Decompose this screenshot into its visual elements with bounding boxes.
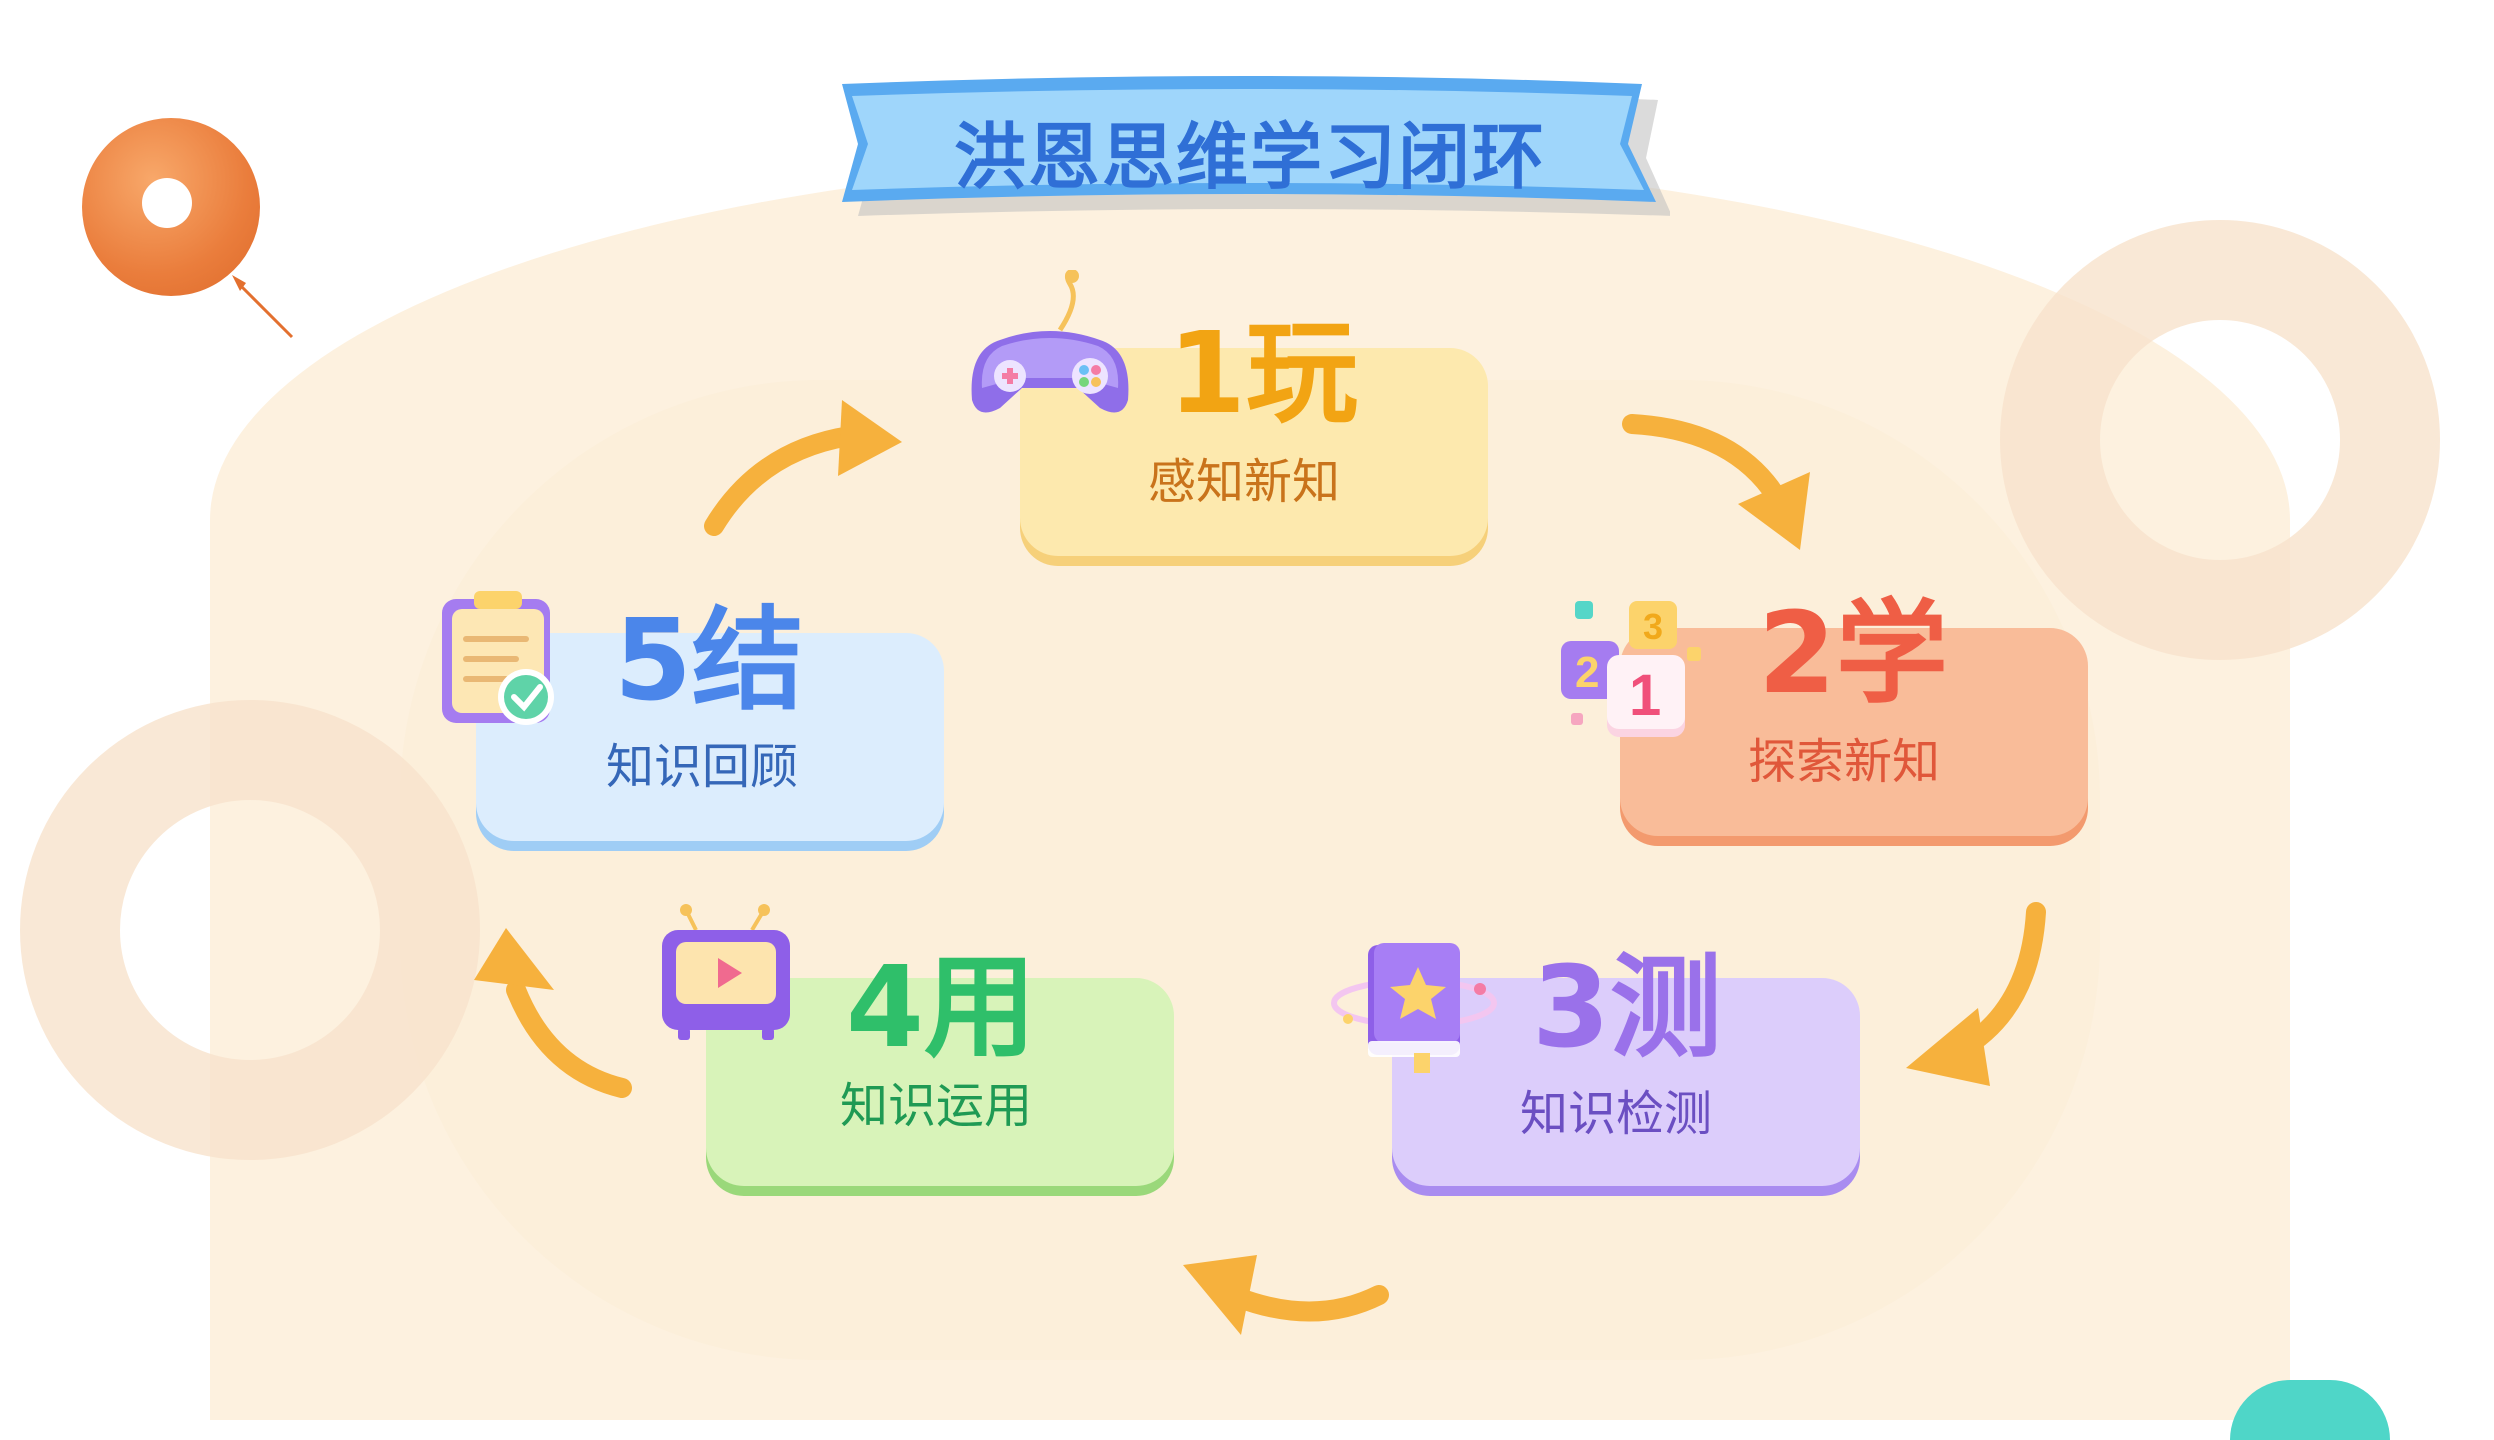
step-5-number: 5结 <box>614 596 804 726</box>
decorative-ring-right <box>2000 220 2440 660</box>
step-4-number: 4用 <box>846 943 1036 1073</box>
arrow-4-to-5 <box>474 928 632 1098</box>
step-3-number: 3测 <box>1532 943 1722 1073</box>
step-2-card-face <box>1620 628 2088 836</box>
svg-text:1: 1 <box>1629 663 1661 728</box>
banner-ribbon <box>842 76 1672 216</box>
step-3-label: 知识检测 <box>1520 1086 1713 1142</box>
arrow-3-to-4 <box>1183 1255 1389 1335</box>
step-1-label: 感知新知 <box>1148 454 1341 510</box>
arrow-5-to-1 <box>704 400 902 536</box>
arrow-1-to-2 <box>1622 414 1810 550</box>
decorative-ring-left <box>20 700 480 1160</box>
step-5-card-face <box>476 633 944 841</box>
tv-icon <box>662 904 790 1040</box>
step-4-label: 知识运用 <box>840 1078 1033 1134</box>
svg-text:2: 2 <box>1575 648 1599 697</box>
learning-loop-diagram: 洪恩思维学习闭环 1玩 感知新知 2学 探索新知 3 2 1 <box>20 70 2440 1440</box>
title-banner: 洪恩思维学习闭环 <box>830 70 1672 230</box>
step-2-number: 2学 <box>1758 589 1948 719</box>
step-5-label: 知识回顾 <box>606 739 799 795</box>
balloon-icon <box>82 118 260 296</box>
number-blocks-icon: 3 2 1 <box>1561 601 1701 737</box>
step-2-label: 探索新知 <box>1748 734 1941 790</box>
arrow-2-to-3 <box>1906 902 2046 1086</box>
banner-title: 洪恩思维学习闭环 <box>953 114 1546 199</box>
balloon-string <box>232 275 294 339</box>
step-1-number: 1玩 <box>1168 309 1358 439</box>
checklist-icon <box>442 591 554 725</box>
step-3-card-face <box>1392 978 1860 1186</box>
balloon-hole <box>142 178 192 228</box>
svg-text:3: 3 <box>1643 606 1663 647</box>
star-book-icon <box>1331 943 1497 1073</box>
gamepad-icon <box>971 270 1129 413</box>
